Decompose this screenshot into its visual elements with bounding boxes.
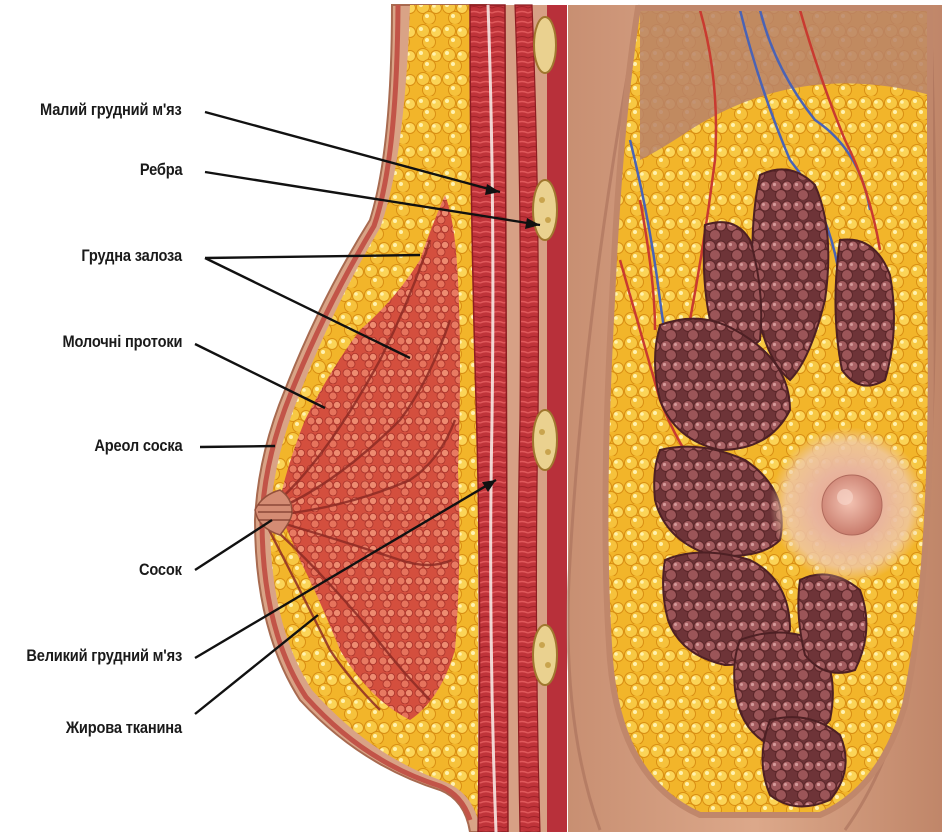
leader-line-areola [200, 446, 275, 447]
label-milk-ducts: Молочні протоки [62, 332, 182, 352]
label-fat-tissue: Жирова тканина [66, 718, 182, 738]
label-ribs: Ребра [139, 160, 182, 180]
label-areola: Ареол соска [94, 436, 182, 456]
label-mammary-gland: Грудна залоза [81, 246, 182, 266]
breast-cutaway [600, 5, 940, 825]
label-pectoralis-minor: Малий грудний м'яз [40, 100, 182, 120]
label-pectoralis-major: Великий грудний м'яз [26, 646, 182, 666]
label-nipple: Сосок [139, 560, 182, 580]
nipple-front [822, 475, 882, 535]
